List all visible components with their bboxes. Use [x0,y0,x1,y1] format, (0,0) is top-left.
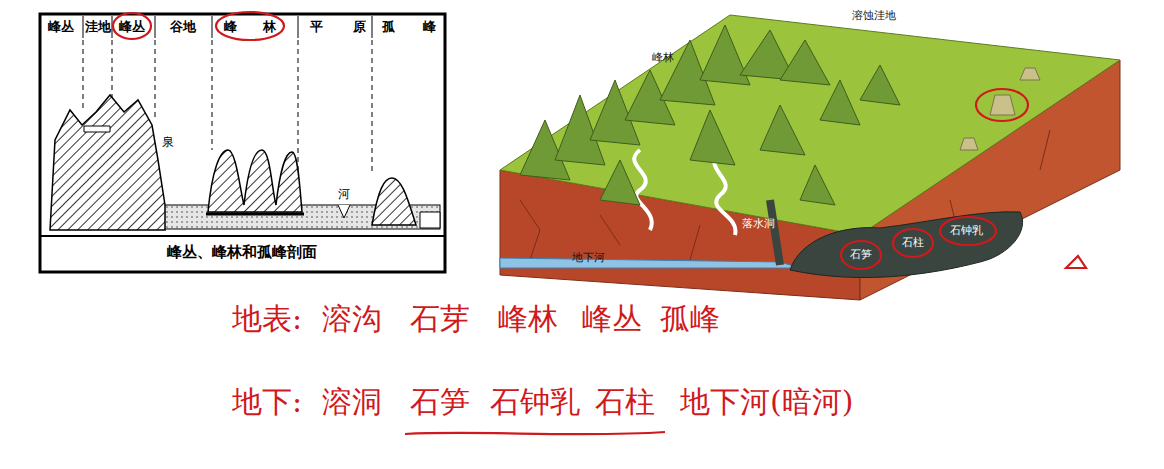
landform-header: 谷地 [170,20,196,34]
handwritten-note: 峰丛 [582,302,642,335]
handwritten-note: 溶洞 [322,385,382,418]
landform-label: 河 [338,188,350,201]
landform-label: 落水洞 [742,218,775,230]
landform-label: 石柱 [902,237,924,249]
landform-header: 峰林 [224,20,302,34]
handwritten-note: 孤峰 [660,302,720,335]
handwritten-note: 地下: [232,385,302,418]
landform-header: 峰丛 [119,20,145,34]
landform-label: 石笋 [850,249,872,261]
handwritten-note: 石芽 [410,302,470,335]
handwritten-note: 石笋 [410,385,470,418]
handwritten-note: 溶沟 [322,302,382,335]
handwritten-note: 地下河(暗河) [680,385,853,418]
handwritten-note: 地表: [232,302,302,335]
landform-header: 峰丛 [48,20,74,34]
landform-label: 溶蚀洼地 [852,10,896,22]
landform-label: 泉 [162,136,174,149]
landform-header: 孤峰 [382,20,464,34]
landform-label: 峰林 [652,52,674,64]
landform-label: 地下河 [572,252,605,264]
handwritten-note: 峰林 [498,302,558,335]
handwritten-note: 石柱 [595,385,655,418]
landform-header: 洼地 [85,20,111,34]
panel-caption: 峰丛、峰林和孤峰剖面 [167,244,317,261]
handwritten-note: 石钟乳 [490,385,580,418]
landform-label: 石钟乳 [950,225,983,237]
